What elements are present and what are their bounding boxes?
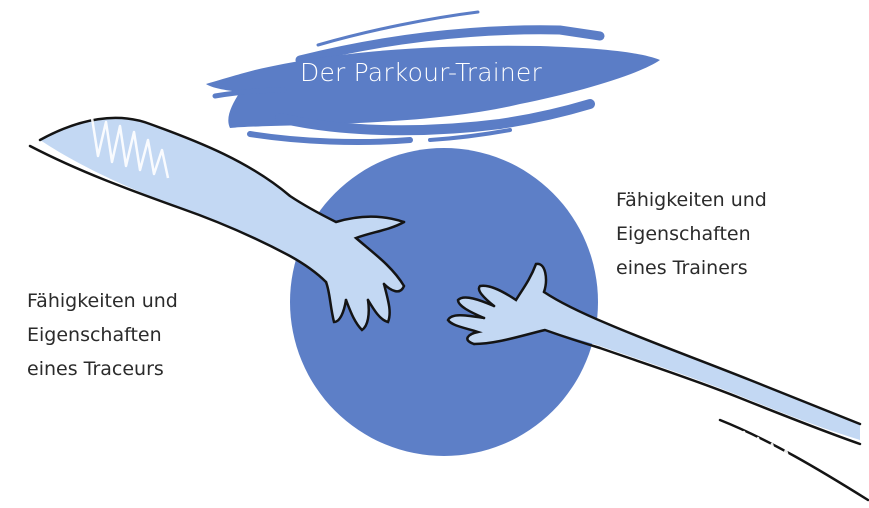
trainer-caption: Fähigkeiten und Eigenschaften eines Trai… [616, 183, 767, 285]
traceur-caption-line-1: Fähigkeiten und [27, 284, 178, 318]
trainer-caption-line-3: eines Trainers [616, 251, 767, 285]
traceur-caption: Fähigkeiten und Eigenschaften eines Trac… [27, 284, 178, 386]
trainer-caption-line-2: Eigenschaften [616, 217, 767, 251]
traceur-caption-line-2: Eigenschaften [27, 318, 178, 352]
trainer-caption-line-1: Fähigkeiten und [616, 183, 767, 217]
traceur-caption-line-3: eines Traceurs [27, 352, 178, 386]
diagram-title: Der Parkour-Trainer [300, 58, 600, 87]
